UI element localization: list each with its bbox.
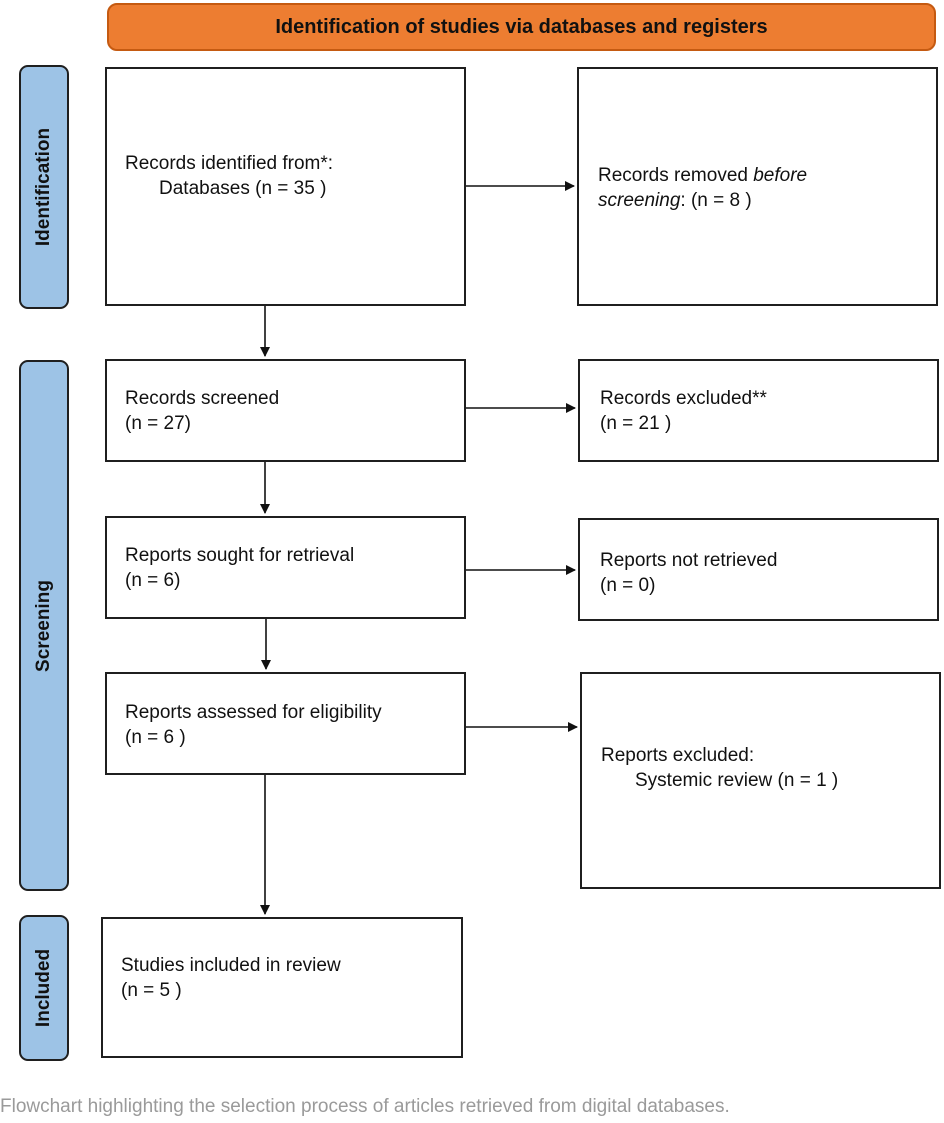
box-reports-excluded: Reports excluded: Systemic review (n = 1…	[580, 672, 941, 889]
reports-not-retrieved-line2: (n = 0)	[600, 575, 656, 596]
records-removed-line2-emphasis: screening	[598, 190, 681, 211]
box-reports-not-retrieved: Reports not retrieved (n = 0)	[578, 518, 939, 621]
box-records-identified: Records identified from*: Databases (n =…	[105, 67, 466, 306]
records-identified-line2: Databases (n = 35 )	[159, 178, 327, 199]
records-removed-line1: Records removed before	[598, 163, 807, 188]
box-records-removed: Records removed before screening: (n = 8…	[577, 67, 938, 306]
stage-included: Included	[19, 915, 69, 1061]
box-studies-included: Studies included in review (n = 5 )	[101, 917, 463, 1058]
records-screened-line2: (n = 27)	[125, 413, 192, 434]
records-screened-line1: Records screened	[125, 388, 280, 409]
records-removed-line2-text: : (n = 8 )	[680, 190, 752, 211]
records-removed-line2: screening: (n = 8 )	[598, 188, 807, 213]
reports-excluded-line2: Systemic review (n = 1 )	[635, 770, 839, 791]
reports-assessed-line2: (n = 6 )	[125, 727, 186, 748]
stage-identification: Identification	[19, 65, 69, 309]
reports-not-retrieved-line1: Reports not retrieved	[600, 550, 778, 571]
box-records-excluded: Records excluded** (n = 21 )	[578, 359, 939, 462]
header-banner: Identification of studies via databases …	[107, 3, 936, 51]
header-title: Identification of studies via databases …	[275, 15, 768, 38]
stage-screening: Screening	[19, 360, 69, 891]
studies-included-line1: Studies included in review	[121, 955, 341, 976]
reports-assessed-line1: Reports assessed for eligibility	[125, 702, 382, 723]
records-excluded-line1: Records excluded**	[600, 388, 767, 409]
reports-sought-line2: (n = 6)	[125, 570, 181, 591]
records-identified-line1: Records identified from*:	[125, 153, 334, 174]
records-excluded-line2: (n = 21 )	[600, 413, 672, 434]
box-reports-sought: Reports sought for retrieval (n = 6)	[105, 516, 466, 619]
records-removed-line1-emphasis: before	[753, 165, 808, 186]
records-removed-line1-text: Records removed	[598, 165, 754, 186]
reports-excluded-line1: Reports excluded:	[601, 745, 755, 766]
box-reports-assessed: Reports assessed for eligibility (n = 6 …	[105, 672, 466, 775]
box-records-screened: Records screened (n = 27)	[105, 359, 466, 462]
reports-sought-line1: Reports sought for retrieval	[125, 545, 355, 566]
figure-caption: Flowchart highlighting the selection pro…	[0, 1096, 730, 1117]
studies-included-line2: (n = 5 )	[121, 980, 182, 1001]
